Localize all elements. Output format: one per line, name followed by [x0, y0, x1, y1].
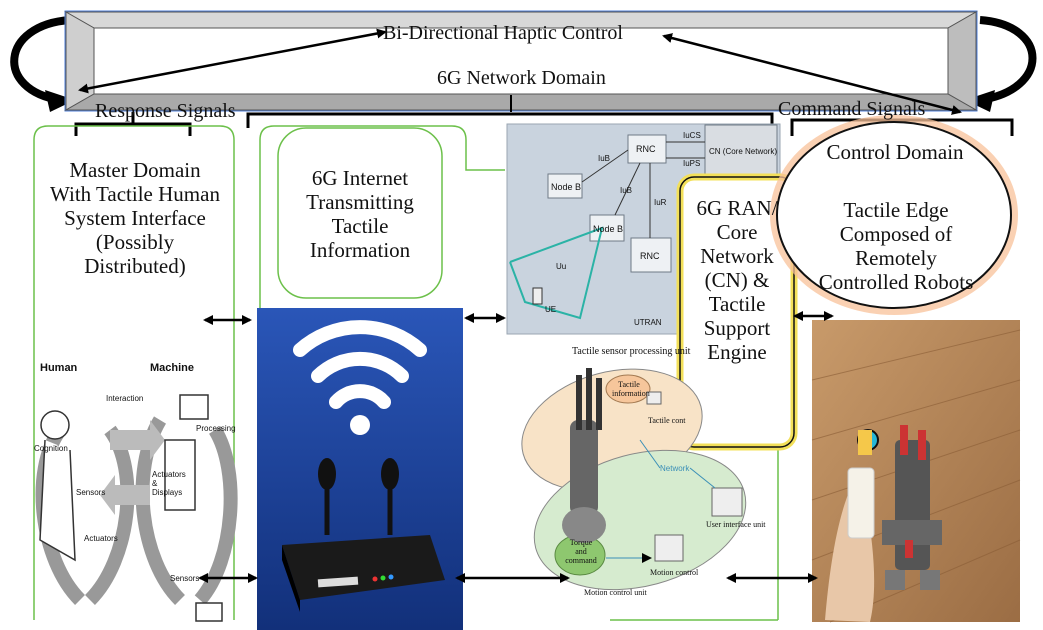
ue-device: [532, 287, 543, 305]
ran-text: 6G RAN/ Core Network (CN) & Tactile Supp…: [696, 196, 778, 364]
rnc-top-label: RNC: [636, 144, 656, 154]
rnc-bottom-box: [630, 237, 672, 273]
master-green-outline: [33, 125, 235, 620]
ue-label: UE: [545, 305, 557, 314]
top-frame-bevel-right: [947, 11, 977, 111]
cn-label: CN (Core Network): [709, 147, 778, 156]
utran-label: UTRAN: [634, 318, 662, 327]
control-domain-title: Control Domain: [826, 140, 964, 164]
rnc-bottom-label: RNC: [640, 251, 660, 261]
right-loop-arrow: [979, 16, 1037, 104]
response-bracket: [74, 112, 192, 136]
cognition-label: Cognition: [34, 444, 68, 453]
left-loop-arrowhead: [45, 90, 75, 112]
response-signals-label: Response Signals: [95, 100, 236, 122]
internet-box: [277, 127, 443, 299]
iub2-label: IuB: [620, 186, 633, 195]
torque-label: Torque and command: [565, 538, 597, 565]
router-icon: [282, 458, 445, 612]
command-signals-label: Command Signals: [778, 98, 926, 120]
network-domain-label: 6G Network Domain: [437, 67, 606, 89]
ui-unit-label: User interface unit: [706, 520, 766, 529]
actuators-label: Actuators: [84, 534, 118, 543]
right-loop-arrowhead: [965, 90, 995, 112]
network-bracket: [246, 112, 774, 128]
motion-control-label: Motion control: [650, 568, 699, 577]
iub1-label: IuB: [598, 154, 611, 163]
hand-controller-icon: [825, 429, 879, 622]
processing-label: Processing: [196, 424, 236, 433]
robot-icon: [882, 425, 942, 590]
tactile-sensor-unit-label: Tactile sensor processing unit: [572, 346, 691, 357]
node-b2-label: Node B: [593, 224, 624, 234]
node-b1-box: [547, 173, 583, 199]
iucs-label: IuCS: [683, 131, 701, 140]
actuators-displays-label: Actuators & Displays: [152, 470, 186, 497]
iups-label: IuPS: [683, 159, 701, 168]
internet-text: 6G Internet Transmitting Tactile Informa…: [306, 166, 414, 262]
left-loop-arrow: [10, 16, 71, 104]
cn-box: [704, 124, 778, 178]
network-green-outline: [259, 125, 505, 620]
sensors-label-1: Sensors: [76, 488, 106, 497]
ue-coverage: [509, 226, 604, 320]
tactile-ctrl-label: Tactile cont: [648, 416, 686, 425]
network-label: Network: [660, 464, 690, 473]
tactile-info-label: Tactile information: [612, 380, 650, 398]
wifi-signal-icon: [293, 320, 427, 409]
human-machine-diagram: [35, 394, 238, 622]
control-ellipse: [776, 121, 1012, 309]
control-domain-body: Tactile Edge Composed of Remotely Contro…: [818, 198, 974, 294]
node-b2-box: [589, 214, 625, 242]
tactile-unit-diagram: [521, 368, 747, 591]
top-frame-bevel-left: [65, 11, 95, 111]
iur-label: IuR: [654, 198, 667, 207]
machine-label: Machine: [150, 362, 195, 374]
human-label: Human: [40, 362, 78, 374]
motion-unit-label: Motion control unit: [584, 588, 647, 597]
rnc-top-box: [627, 134, 667, 164]
node-b1-label: Node B: [551, 182, 582, 192]
haptic-arrow-right: [662, 33, 962, 115]
master-domain-text: Master Domain With Tactile Human System …: [50, 158, 220, 278]
interaction-label: Interaction: [106, 394, 144, 403]
uu-label: Uu: [556, 262, 567, 271]
top-label: Bi-Directional Haptic Control: [383, 22, 623, 44]
haptic-arrow-left: [78, 28, 387, 94]
sensors-label-2: Sensors: [170, 574, 200, 583]
